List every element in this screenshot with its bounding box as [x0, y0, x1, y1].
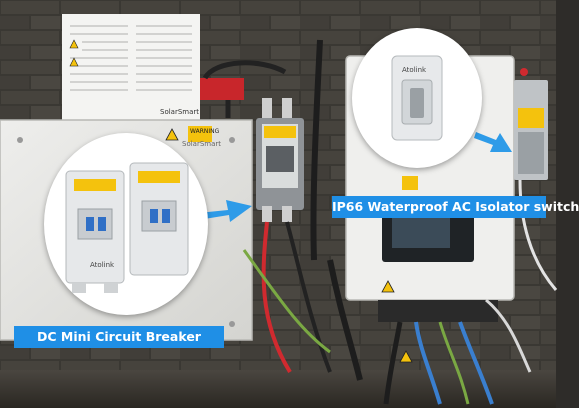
dc-breaker-label: DC Mini Circuit Breaker	[14, 326, 224, 348]
ac-isolator-product-circle: Atolink	[352, 28, 482, 168]
atolink-isolator-brand-text: Atolink	[402, 66, 427, 74]
solarsmart-cabinet-text: SolarSmart	[182, 140, 222, 148]
battery-terminal	[200, 78, 244, 100]
atolink-brand-text: Atolink	[90, 261, 115, 269]
warning-sticker-text: WARNING	[190, 128, 220, 135]
solarsmart-sheet-text: SolarSmart	[160, 108, 200, 116]
instruction-sheet	[62, 14, 200, 122]
floor	[0, 370, 556, 408]
warning-triangle-icon	[165, 128, 179, 141]
arrow-right-icon	[198, 200, 252, 222]
warning-triangle-icon	[399, 350, 413, 363]
warning-triangle-icon	[381, 280, 395, 293]
arrow-right-icon	[474, 132, 512, 152]
dc-breaker-product-circle: Atolink	[44, 133, 208, 315]
ac-isolator-label: IP66 Waterproof AC Isolator switch	[332, 196, 579, 218]
